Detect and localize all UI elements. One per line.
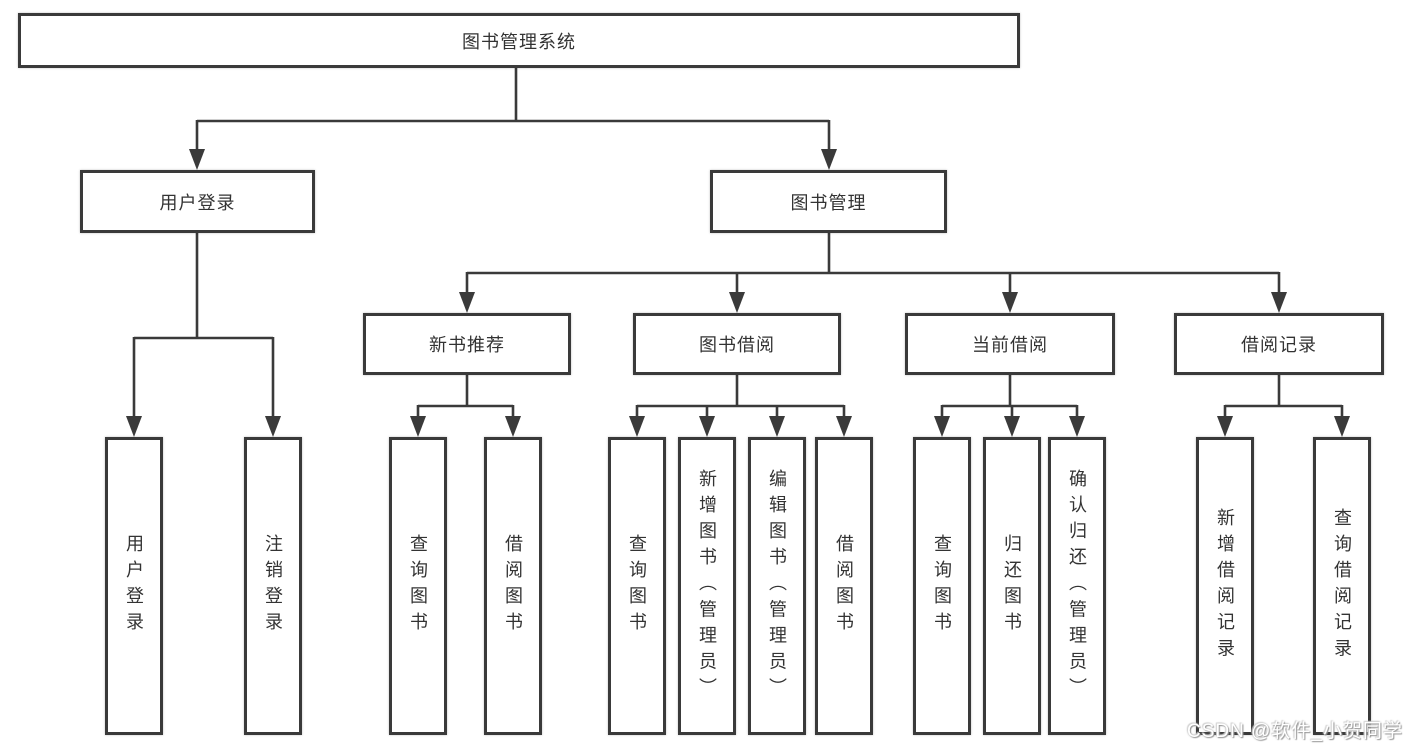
node-label: 查询图书 [627, 533, 647, 639]
arrow-down [459, 292, 475, 313]
node-label: 借阅图书 [503, 533, 523, 639]
node-label: 借阅图书 [834, 533, 854, 639]
node-label: 新增借阅记录 [1215, 507, 1235, 665]
leaf-logout: 注销登录 [244, 437, 302, 735]
leaf-borrow-books: 借阅图书 [815, 437, 873, 735]
node-book-management: 图书管理 [710, 170, 947, 233]
node-label: 注销登录 [263, 533, 283, 639]
connector-root-to-level2 [195, 68, 831, 155]
connector-new-book-branch [416, 375, 515, 423]
leaf-borrow-books-recommend: 借阅图书 [484, 437, 542, 735]
leaf-query-books-recommend: 查询图书 [389, 437, 447, 735]
node-book-borrow: 图书借阅 [633, 313, 841, 375]
leaf-query-books-borrow: 查询图书 [608, 437, 666, 735]
node-user-login: 用户登录 [80, 170, 315, 233]
csdn-watermark: CSDN @软件_小贺同学 [1187, 721, 1403, 742]
arrow-down [1334, 416, 1350, 437]
arrow-down [934, 416, 950, 437]
connector-book-mgmt-branch [465, 233, 1281, 300]
arrow-down [189, 149, 205, 170]
arrow-down [410, 416, 426, 437]
node-label: 归还图书 [1002, 533, 1022, 639]
arrow-down [265, 416, 281, 437]
node-library-system: 图书管理系统 [18, 13, 1020, 68]
arrow-down [1271, 292, 1287, 313]
node-label: 新增图书（管理员） [697, 468, 717, 704]
node-new-book-recommend: 新书推荐 [363, 313, 571, 375]
arrow-down [836, 416, 852, 437]
node-label: 编辑图书（管理员） [767, 468, 787, 704]
node-label: 图书管理 [790, 192, 867, 213]
arrow-down [821, 149, 837, 170]
node-label: 图书借阅 [699, 335, 775, 355]
leaf-query-borrow-record: 查询借阅记录 [1313, 437, 1371, 735]
node-label: 图书管理系统 [462, 31, 576, 52]
connector-current-borrow-branch [940, 375, 1079, 423]
node-label: 新书推荐 [429, 335, 505, 355]
arrow-down [505, 416, 521, 437]
arrow-down [699, 416, 715, 437]
leaf-user-login: 用户登录 [105, 437, 163, 735]
leaf-confirm-return-admin: 确认归还（管理员） [1048, 437, 1106, 735]
node-label: 查询图书 [408, 533, 428, 639]
leaf-add-borrow-record: 新增借阅记录 [1196, 437, 1254, 735]
arrow-down [126, 416, 142, 437]
node-label: 用户登录 [124, 533, 144, 639]
arrow-down [1002, 292, 1018, 313]
node-label: 当前借阅 [972, 335, 1048, 355]
node-label: 借阅记录 [1241, 335, 1317, 355]
connector-borrow-record-branch [1223, 375, 1344, 423]
connector-user-login-branch [132, 233, 275, 422]
arrow-down [769, 416, 785, 437]
node-label: 确认归还（管理员） [1067, 468, 1087, 704]
leaf-query-books-current: 查询图书 [913, 437, 971, 735]
arrow-down [1069, 416, 1085, 437]
arrow-down [629, 416, 645, 437]
node-label: 查询借阅记录 [1332, 507, 1352, 665]
leaf-return-book: 归还图书 [983, 437, 1041, 735]
node-current-borrow: 当前借阅 [905, 313, 1115, 375]
leaf-add-book-admin: 新增图书（管理员） [678, 437, 736, 735]
arrow-down [1004, 416, 1020, 437]
connector-book-borrow-branch [635, 375, 846, 423]
arrow-down [729, 292, 745, 313]
leaf-edit-book-admin: 编辑图书（管理员） [748, 437, 806, 735]
node-label: 查询图书 [932, 533, 952, 639]
node-borrow-records: 借阅记录 [1174, 313, 1384, 375]
arrow-down [1217, 416, 1233, 437]
node-label: 用户登录 [159, 192, 236, 213]
